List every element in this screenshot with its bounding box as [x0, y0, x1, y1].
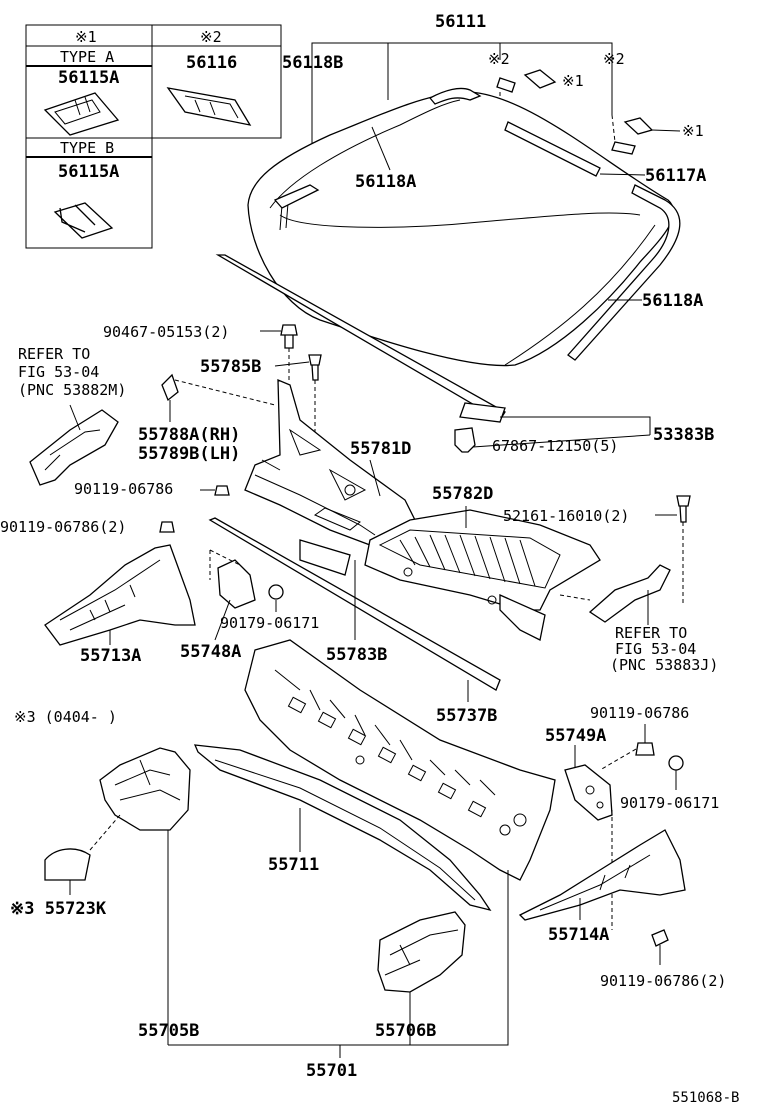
label-refer-right-3: (PNC 53883J): [610, 656, 718, 674]
bolt-90119-c-icon: [635, 742, 655, 756]
clip-52161-icon: [676, 495, 691, 523]
clip-56116-icon: [166, 87, 252, 126]
label-note3: ※3 (0404- ): [14, 708, 117, 726]
label-56118A-right: 56118A: [642, 291, 703, 311]
label-56111: 56111: [435, 12, 486, 32]
legend-type-b: TYPE B: [60, 139, 114, 157]
cowl-panel-main: [244, 639, 556, 881]
label-55788A: 55788A(RH): [138, 425, 240, 445]
bolt-90119-a-icon: [214, 485, 230, 496]
label-55748A: 55748A: [180, 642, 241, 662]
label-56117A: 56117A: [645, 166, 706, 186]
label-refer-right-1: REFER TO: [615, 624, 687, 642]
label-90119-d: 90119-06786(2): [600, 972, 726, 990]
molding-56117A: [504, 121, 601, 177]
label-55749A: 55749A: [545, 726, 606, 746]
clip-type-a-icon: [43, 92, 120, 136]
label-55782D: 55782D: [432, 484, 493, 504]
label-mark1-a: ※1: [562, 72, 584, 90]
label-90119-b: 90119-06786(2): [0, 518, 126, 536]
clip-small-1-icon: [523, 69, 557, 89]
bracket-right-ref: [588, 564, 671, 623]
label-55737B: 55737B: [436, 706, 497, 726]
label-55706B: 55706B: [375, 1021, 436, 1041]
bracket-55783B: [299, 539, 351, 576]
molding-56118B-left: [273, 184, 320, 209]
label-55781D: 55781D: [350, 439, 411, 459]
legend-col2-marker: ※2: [200, 28, 222, 46]
molding-lower: [215, 254, 506, 421]
label-refer-left-2: FIG 53-04: [18, 363, 99, 381]
bolt-90119-d-icon: [651, 929, 669, 947]
label-55789B: 55789B(LH): [138, 444, 240, 464]
label-56118A-top: 56118A: [355, 172, 416, 192]
bracket-55706B: [377, 911, 466, 993]
bolt-90119-b-icon: [159, 521, 175, 533]
label-55705B: 55705B: [138, 1021, 199, 1041]
clip-67867-icon: [454, 427, 476, 453]
seal-55788A-icon: [161, 373, 179, 402]
label-67867: 67867-12150(5): [492, 437, 618, 455]
legend-type-b-part: 56115A: [58, 162, 119, 182]
clip-small-2-icon: [623, 117, 654, 135]
nut-90179-a-icon: [268, 584, 284, 600]
pad-55723K: [44, 848, 91, 881]
label-53383B: 53383B: [653, 425, 714, 445]
label-90179-a: 90179-06171: [220, 614, 319, 632]
label-55785B: 55785B: [200, 357, 261, 377]
label-56118B: 56118B: [282, 53, 343, 73]
label-52161: 52161-16010(2): [503, 507, 629, 525]
clip-type-b-icon: [53, 202, 114, 239]
label-90467: 90467-05153(2): [103, 323, 229, 341]
legend-box: ※1 ※2 TYPE A 56115A 56116 TYPE B 56115A: [25, 24, 282, 249]
bracket-55713A: [44, 544, 196, 646]
label-55714A: 55714A: [548, 925, 609, 945]
cowl-panel-55782D: [364, 509, 601, 641]
label-refer-right-2: FIG 53-04: [615, 640, 696, 658]
bolt-90467-icon: [280, 324, 298, 349]
label-mark2-a: ※2: [488, 50, 510, 68]
nut-90179-b-icon: [668, 755, 684, 771]
label-55711: 55711: [268, 855, 319, 875]
legend-type-a-part: 56115A: [58, 68, 119, 88]
legend-col2-part: 56116: [186, 53, 237, 73]
label-55701: 55701: [306, 1061, 357, 1081]
label-55783B: 55783B: [326, 645, 387, 665]
label-90119-a: 90119-06786: [74, 480, 173, 498]
label-mark1-b: ※1: [682, 122, 704, 140]
label-90119-c: 90119-06786: [590, 704, 689, 722]
label-refer-left-1: REFER TO: [18, 345, 90, 363]
diagram-id: 551068-B: [672, 1090, 739, 1106]
label-55723K: ※3 55723K: [10, 899, 107, 919]
label-55713A: 55713A: [80, 646, 141, 666]
bracket-55748A: [217, 559, 256, 609]
bracket-55749A: [564, 764, 613, 821]
label-90179-b: 90179-06171: [620, 794, 719, 812]
molding-56118A-right: [567, 184, 681, 361]
legend-type-a: TYPE A: [60, 48, 114, 66]
label-mark2-b: ※2: [603, 50, 625, 68]
clip-55785B-icon: [308, 354, 322, 381]
molding-top-left: [428, 87, 482, 105]
bracket-55714A: [518, 829, 686, 921]
rail-55711: [193, 744, 492, 912]
label-refer-left-3: (PNC 53882M): [18, 381, 126, 399]
legend-col1-marker: ※1: [75, 28, 97, 46]
cowl-panel-55781D: [244, 379, 416, 546]
bracket-left-ref: [29, 409, 119, 486]
bracket-55705B: [99, 747, 191, 831]
